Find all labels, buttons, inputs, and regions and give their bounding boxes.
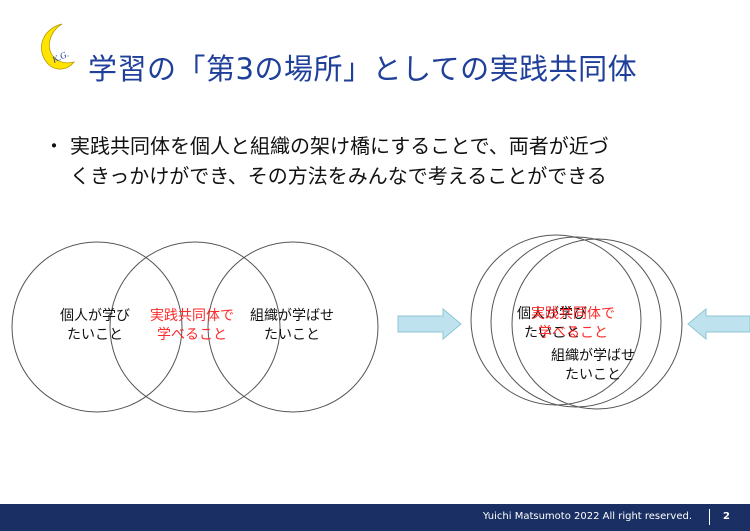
- slide-title: 学習の「第3の場所」としての実践共同体: [88, 52, 638, 86]
- left-circle-individual: [11, 241, 183, 413]
- right-circle-community: [490, 236, 662, 408]
- footer-divider: [709, 509, 710, 525]
- right-label-community: 実践共同体で 学べること: [531, 306, 615, 341]
- copyright-text: Yuichi Matsumoto 2022 All right reserved…: [482, 511, 692, 522]
- footer-bar: Yuichi Matsumoto 2022 All right reserved…: [0, 504, 750, 531]
- right-label-organization: 組織が学ばせ たいこと: [551, 348, 635, 383]
- right-circle-organization: [511, 238, 683, 410]
- arrow-left-icon: [687, 307, 750, 341]
- moon-logo-icon: K.G.: [41, 23, 76, 70]
- right-label-individual: 個人が学び たいこと: [517, 306, 587, 341]
- left-label-community: 実践共同体で 学べること: [150, 308, 234, 343]
- bullet-marker: ・: [44, 134, 64, 158]
- left-label-organization: 組織が学ばせ たいこと: [250, 308, 334, 343]
- left-label-individual: 個人が学び たいこと: [60, 308, 130, 343]
- left-circle-community: [109, 241, 281, 413]
- bullet-line-2: くきっかけができ、その方法をみんなで考えることができる: [70, 164, 607, 188]
- arrow-right-icon: [397, 307, 462, 341]
- left-circle-organization: [207, 241, 379, 413]
- page-number: 2: [723, 511, 730, 522]
- bullet-line-1: 実践共同体を個人と組織の架け橋にすることで、両者が近づ: [70, 134, 609, 158]
- bullet-text: 実践共同体を個人と組織の架け橋にすることで、両者が近づ くきっかけができ、その方…: [70, 131, 720, 191]
